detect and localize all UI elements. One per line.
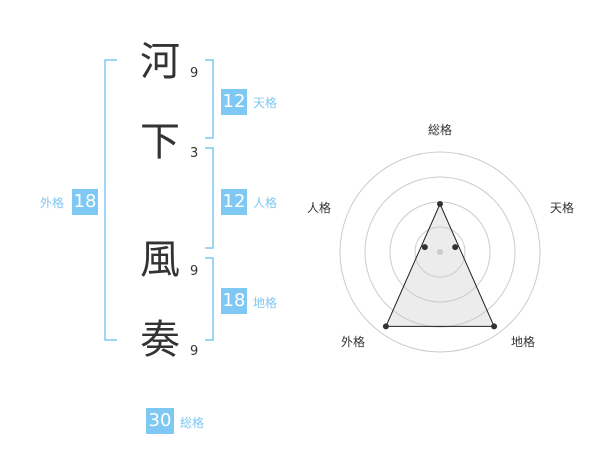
radar-axis-label-soukaku: 総格	[428, 123, 453, 137]
radar-axis-label-gaikaku: 外格	[341, 335, 366, 349]
tenkaku-value-badge: 12	[221, 89, 247, 115]
radar-ring-3	[364, 176, 516, 328]
radar-value-polygon	[385, 202, 495, 327]
tenkaku-bracket	[205, 59, 214, 139]
jinkaku-label: 人格	[253, 196, 278, 210]
radar-axis-label-jinkaku: 人格	[307, 201, 332, 215]
jinkaku-bracket	[205, 147, 214, 249]
stroke-count-3: 9	[190, 264, 199, 279]
stroke-count-1: 9	[190, 66, 199, 81]
gaikaku-label: 外格	[40, 196, 65, 210]
radar-center-dot	[437, 249, 443, 255]
radar-point-4	[421, 244, 428, 251]
chikaku-value-badge: 18	[221, 288, 247, 314]
name-char-3: 風	[140, 237, 180, 283]
radar-axis-label-chikaku: 地格	[511, 335, 536, 349]
chikaku-label: 地格	[253, 296, 278, 310]
radar-point-1	[452, 244, 459, 251]
name-char-2: 下	[140, 119, 180, 165]
radar-point-3	[382, 323, 389, 330]
jinkaku-value-badge: 12	[221, 189, 247, 215]
radar-axis-label-tenkaku: 天格	[550, 201, 575, 215]
radar-point-0	[437, 201, 443, 207]
radar-ring-4	[339, 151, 541, 353]
radar-point-2	[491, 323, 498, 330]
soukaku-label: 総格	[180, 416, 205, 430]
chikaku-bracket	[205, 257, 214, 341]
stroke-count-2: 3	[190, 146, 199, 161]
radar-ring-1	[414, 226, 466, 278]
tenkaku-label: 天格	[253, 96, 278, 110]
name-char-1: 河	[140, 39, 180, 85]
soukaku-value-badge: 30	[146, 408, 174, 434]
stroke-count-4: 9	[190, 344, 199, 359]
gaikaku-bracket	[104, 59, 117, 341]
name-char-4: 奏	[140, 317, 180, 363]
gaikaku-value-badge: 18	[72, 189, 98, 215]
